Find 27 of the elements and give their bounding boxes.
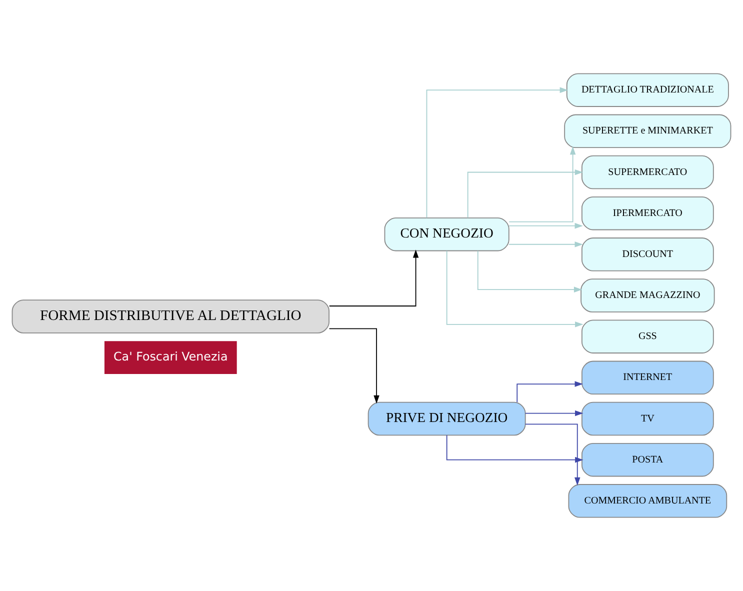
node-box: GRANDE MAGAZZINO (580, 278, 715, 312)
arrow (516, 381, 583, 403)
node-box: DISCOUNT (581, 238, 714, 272)
node-box: DETTAGLIO TRADIZIONALE (566, 73, 729, 107)
arrow (524, 424, 580, 486)
arrow (328, 250, 419, 306)
arrow (508, 222, 583, 229)
arrow (508, 146, 576, 222)
node-box: POSTA (581, 442, 714, 477)
node-box: COMMERCIO AMBULANTE (568, 484, 728, 518)
node-box: CON NEGOZIO (384, 217, 510, 252)
node-box: INTERNET (581, 360, 714, 395)
node-box: PRIVE DI NEGOZIO (368, 402, 526, 436)
arrow (508, 242, 583, 248)
arrow (467, 169, 584, 218)
label: Ca' Foscari Venezia (114, 350, 228, 364)
node-box: SUPERMERCATO (581, 155, 714, 190)
node-box: GSS (581, 320, 714, 354)
arrow (477, 250, 582, 292)
arrow (328, 328, 380, 404)
arrow (426, 87, 568, 218)
arrow (446, 250, 584, 328)
node-box: IPERMERCATO (581, 196, 714, 230)
node-box: FORME DISTRIBUTIVE AL DETTAGLIO (12, 300, 330, 334)
arrow (524, 410, 584, 416)
node-box: TV (581, 402, 714, 436)
node-box: SUPERETTE e MINIMARKET (564, 114, 732, 148)
